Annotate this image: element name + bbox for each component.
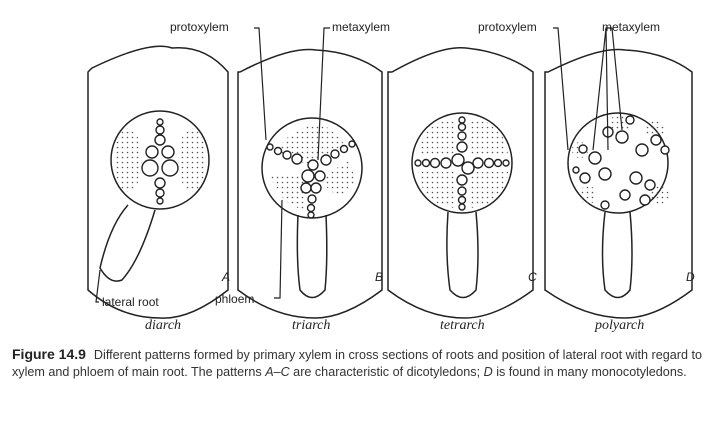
root-outline-d — [544, 48, 693, 319]
label-protoxylem-polyarch: protoxylem — [478, 20, 537, 34]
label-metaxylem-triarch: metaxylem — [332, 20, 391, 34]
caption-italic-d: D — [483, 365, 493, 379]
panel-letter-b: B — [375, 270, 384, 284]
caption-text-1: Different patterns formed by primary xyl… — [12, 348, 702, 379]
label-protoxylem-triarch: protoxylem — [170, 20, 229, 34]
panel-type-triarch: triarch — [292, 318, 331, 333]
panel-letter-a: A — [222, 270, 231, 284]
caption-italic-ac: A–C — [265, 365, 290, 379]
root-outline-c — [387, 46, 534, 319]
label-metaxylem-polyarch: metaxylem — [602, 20, 661, 34]
caption-text-3: is found in many monocotyledons. — [492, 365, 687, 379]
panel-type-tetrarch: tetrarch — [440, 318, 485, 333]
panel-type-diarch: diarch — [145, 318, 182, 333]
panel-letter-c: C — [528, 270, 537, 284]
root-outline-a — [87, 45, 229, 319]
panel-type-polyarch: polyarch — [595, 318, 645, 333]
label-lateral-root: lateral root — [102, 295, 159, 309]
root-outline-b — [237, 48, 383, 319]
panel-letter-d: D — [686, 270, 695, 284]
caption-text-2: are characteristic of dicotyledons; — [289, 365, 484, 379]
root-cross-section-diagram — [87, 27, 693, 319]
label-phloem: phloem — [215, 292, 255, 306]
figure-number: Figure 14.9 — [12, 346, 86, 362]
